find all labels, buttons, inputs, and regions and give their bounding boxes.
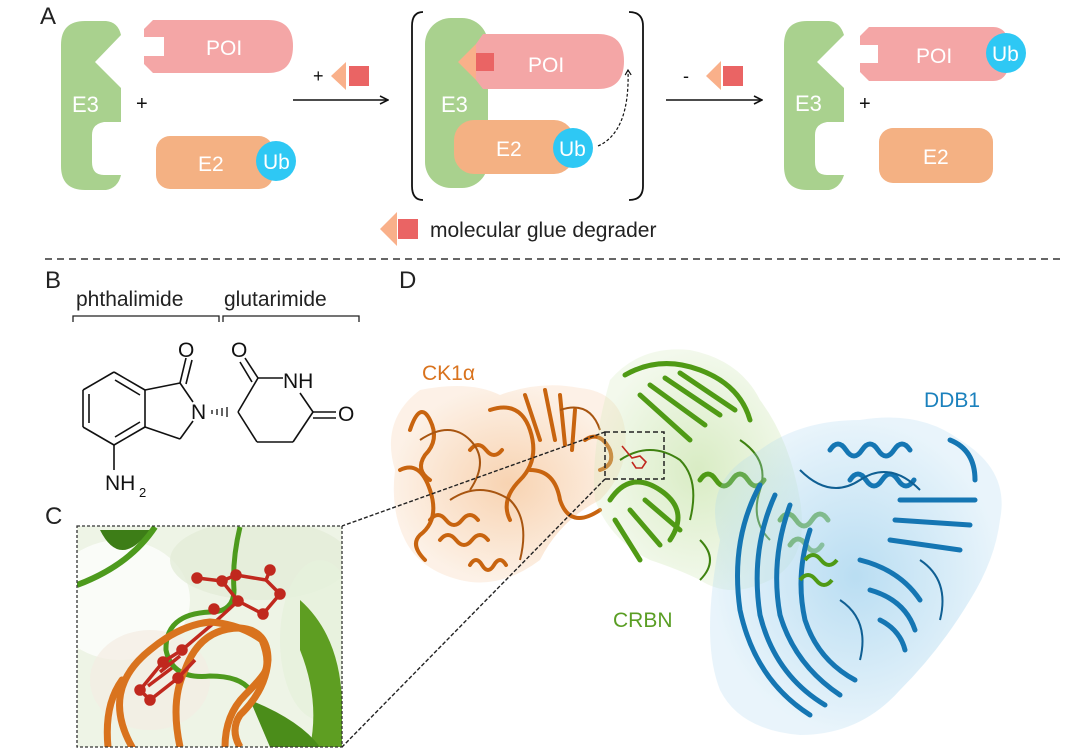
panel-label-d: D [399, 267, 416, 294]
ck1a-label: CK1α [422, 362, 475, 385]
bracket-left [411, 11, 424, 201]
e2-label-left: E2 [198, 153, 224, 176]
minus-sign-arrow: - [683, 66, 689, 86]
poi-label-right: POI [916, 45, 952, 68]
ub-complex [553, 128, 593, 168]
e2-complex: E2 Ub [454, 120, 593, 174]
legend: molecular glue degrader [380, 212, 656, 246]
glue-icon-bound [458, 44, 494, 80]
poi-label-left: POI [206, 37, 242, 60]
e2-left: E2 Ub [156, 136, 296, 189]
phthalimide-label: phthalimide [76, 288, 183, 311]
poi-left: POI [144, 20, 293, 73]
poi-label-complex: POI [528, 54, 564, 77]
atom-n: N [191, 401, 206, 424]
ub-right [986, 33, 1026, 73]
plus-sign-left: + [136, 93, 148, 115]
legend-label: molecular glue degrader [430, 219, 656, 242]
zoom-region-box [604, 431, 665, 480]
bracket-right [628, 11, 644, 201]
poi-complex: POI [476, 34, 624, 89]
panel-label-c: C [45, 503, 62, 530]
crbn-label: CRBN [613, 609, 673, 632]
crbn-embedded-helices [798, 553, 839, 587]
plus-sign-arrow: + [313, 66, 324, 86]
e2-label-right: E2 [923, 146, 949, 169]
glutarimide-label: glutarimide [224, 288, 327, 311]
ub-left [256, 141, 296, 181]
atom-nh: NH [283, 370, 313, 393]
e3-ligase-left: E3 [61, 21, 121, 190]
glue-icon-legend [380, 212, 397, 246]
lenalidomide-structure [82, 357, 336, 470]
ck1a-protein [390, 385, 626, 583]
atom-o-1: O [178, 339, 194, 362]
atom-nh2: NH [105, 472, 135, 495]
panel-label-b: B [45, 267, 61, 294]
e2-right: E2 [879, 128, 993, 183]
e2-label-complex: E2 [496, 138, 522, 161]
plus-sign-right: + [859, 93, 871, 115]
glue-icon-arrow1 [331, 62, 369, 90]
poi-right: POI Ub [860, 27, 1026, 81]
glue-icon-arrow2 [706, 61, 743, 90]
ddb1-label: DDB1 [924, 389, 980, 412]
e3-label-right: E3 [795, 91, 822, 116]
e3-label-left: E3 [72, 92, 99, 117]
atom-nh2-subscript: 2 [139, 485, 146, 500]
ub-label-right: Ub [992, 43, 1019, 66]
ligand-molecule [134, 564, 286, 706]
ub-label-complex: Ub [559, 138, 586, 161]
atom-o-3: O [338, 403, 354, 426]
zoom-connector-top [341, 431, 606, 527]
panel-label-a: A [40, 3, 56, 30]
zoom-connector-bottom [341, 478, 606, 748]
binding-site-inset [77, 526, 342, 747]
e3-ligase-right: E3 [784, 21, 844, 190]
ub-transfer-arrow [597, 68, 632, 147]
atom-o-2: O [231, 339, 247, 362]
ddb1-protein [710, 417, 1002, 735]
phthalimide-bracket [72, 315, 220, 322]
ub-label-left: Ub [263, 151, 290, 174]
inset-border [76, 525, 343, 748]
e3-label-complex: E3 [441, 92, 468, 117]
glutarimide-bracket [222, 315, 360, 322]
ligand-in-complex [621, 445, 648, 469]
